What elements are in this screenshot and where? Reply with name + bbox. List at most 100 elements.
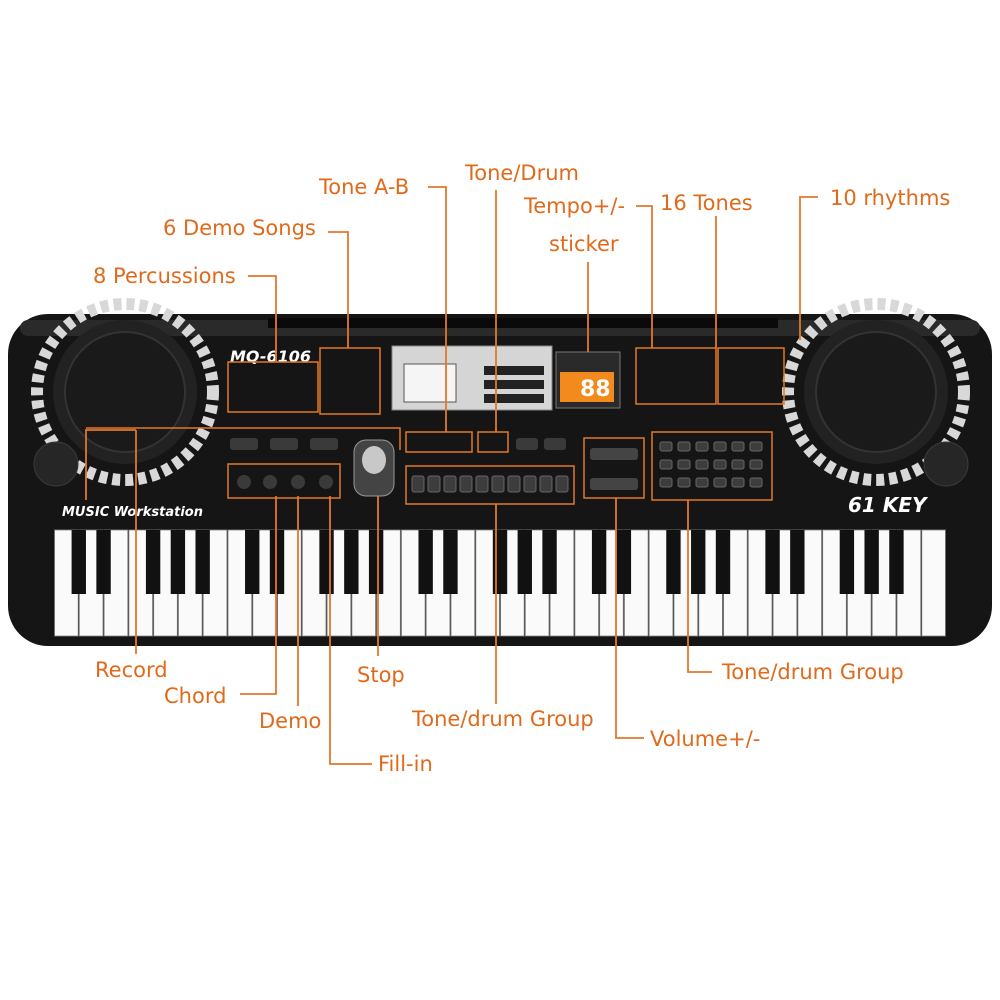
- label-chord: Chord: [164, 684, 227, 708]
- button-5: [544, 438, 566, 450]
- function-button-group: [227, 463, 341, 499]
- leader-record-branch: [85, 429, 136, 500]
- leader-tone-ab: [428, 186, 447, 432]
- black-key: [319, 530, 334, 594]
- percussion-panel: [227, 361, 319, 413]
- leader-tempo: [636, 205, 653, 348]
- white-key: [921, 529, 946, 637]
- black-key: [344, 530, 359, 594]
- button-4: [516, 438, 538, 450]
- tone-drum-button: [507, 475, 521, 493]
- label-sticker: sticker: [549, 232, 619, 256]
- black-key: [715, 530, 731, 594]
- black-key: [418, 530, 433, 594]
- label-tone-drum: Tone/Drum: [465, 161, 579, 185]
- label-tone-drum-group-center: Tone/drum Group: [412, 707, 594, 731]
- leader-10-rhythms: [799, 196, 818, 340]
- center-buttons: [411, 475, 569, 493]
- black-key: [145, 530, 161, 594]
- label-volume: Volume+/-: [650, 727, 761, 751]
- volume-group: [583, 437, 645, 499]
- label-percussions: 8 Percussions: [93, 264, 236, 288]
- tone-drum-group-center: [405, 465, 575, 505]
- leader-tone-drum-group-right: [687, 500, 712, 673]
- label-record: Record: [95, 658, 168, 682]
- tone-drum-button: [713, 441, 727, 452]
- demo-button: [291, 475, 305, 489]
- black-key: [591, 530, 607, 594]
- fill-in-button: [319, 475, 333, 489]
- tone-drum-button: [555, 475, 569, 493]
- black-key: [71, 530, 86, 594]
- model-name: MQ-6106: [230, 347, 311, 366]
- black-key: [691, 530, 706, 594]
- label-fill-in: Fill-in: [378, 752, 433, 776]
- leader-chord: [240, 496, 277, 695]
- tone-drum-button: [713, 459, 727, 470]
- black-key: [616, 530, 632, 594]
- label-demo-songs: 6 Demo Songs: [163, 216, 316, 240]
- black-key: [517, 530, 532, 594]
- key-badge: 61 KEY: [848, 493, 929, 517]
- black-key: [170, 530, 186, 594]
- black-key: [245, 530, 260, 594]
- tone-drum-button: [749, 459, 763, 470]
- black-key: [368, 530, 384, 594]
- right-small-grille: [923, 441, 969, 487]
- tone-drum-button: [749, 477, 763, 488]
- black-key: [269, 530, 285, 594]
- brand-text: MUSIC Workstation: [62, 505, 203, 520]
- tone-drum-button: [695, 441, 709, 452]
- rhythms-panel: [717, 347, 785, 405]
- button-1: [230, 438, 258, 450]
- tone-drum-button: [731, 441, 745, 452]
- info-display-row-1: [484, 366, 544, 375]
- black-key: [542, 530, 557, 594]
- tone-drum-button: [695, 477, 709, 488]
- tone-drum-button: [411, 475, 425, 493]
- label-tempo: Tempo+/-: [524, 194, 626, 218]
- tone-drum-button: [443, 475, 457, 493]
- chord-button: [263, 475, 277, 489]
- tone-drum-button: [731, 477, 745, 488]
- volume-up-button: [590, 448, 638, 460]
- tone-drum-button: [659, 441, 673, 452]
- tone-drum-button: [459, 475, 473, 493]
- label-demo: Demo: [259, 709, 322, 733]
- tone-drum-button: [695, 459, 709, 470]
- label-tone-drum-group-right: Tone/drum Group: [722, 660, 904, 684]
- info-display-row-3: [484, 394, 544, 403]
- tone-drum-button: [523, 475, 537, 493]
- tone-drum-button: [475, 475, 489, 493]
- tone-drum-button: [731, 459, 745, 470]
- control-row-outline: [86, 427, 401, 450]
- black-key: [96, 530, 111, 594]
- record-button: [237, 475, 251, 489]
- tone-drum-button: [677, 477, 691, 488]
- label-tone-ab: Tone A-B: [319, 175, 410, 199]
- leader-volume: [615, 498, 644, 739]
- tone-drum-button: [677, 459, 691, 470]
- stop-button: [362, 446, 386, 474]
- tone-drum-button-group: [477, 431, 509, 453]
- black-key: [839, 530, 855, 594]
- black-key: [666, 530, 681, 594]
- label-10-rhythms: 10 rhythms: [830, 186, 951, 210]
- left-small-grille: [33, 441, 79, 487]
- black-key: [889, 530, 904, 594]
- leader-fill-in: [329, 496, 372, 765]
- info-display-row-2: [484, 380, 544, 389]
- tone-drum-button: [491, 475, 505, 493]
- black-key: [443, 530, 458, 594]
- label-stop: Stop: [357, 663, 405, 687]
- piano-keys: [54, 529, 946, 637]
- black-key: [195, 530, 210, 594]
- button-3: [310, 438, 338, 450]
- tone-ab-button-group: [405, 431, 473, 453]
- demo-songs-panel: [319, 347, 381, 415]
- tone-drum-button: [427, 475, 441, 493]
- right-buttons: [659, 441, 763, 488]
- tone-drum-group-right: [651, 431, 773, 501]
- leader-demo-songs: [328, 231, 349, 348]
